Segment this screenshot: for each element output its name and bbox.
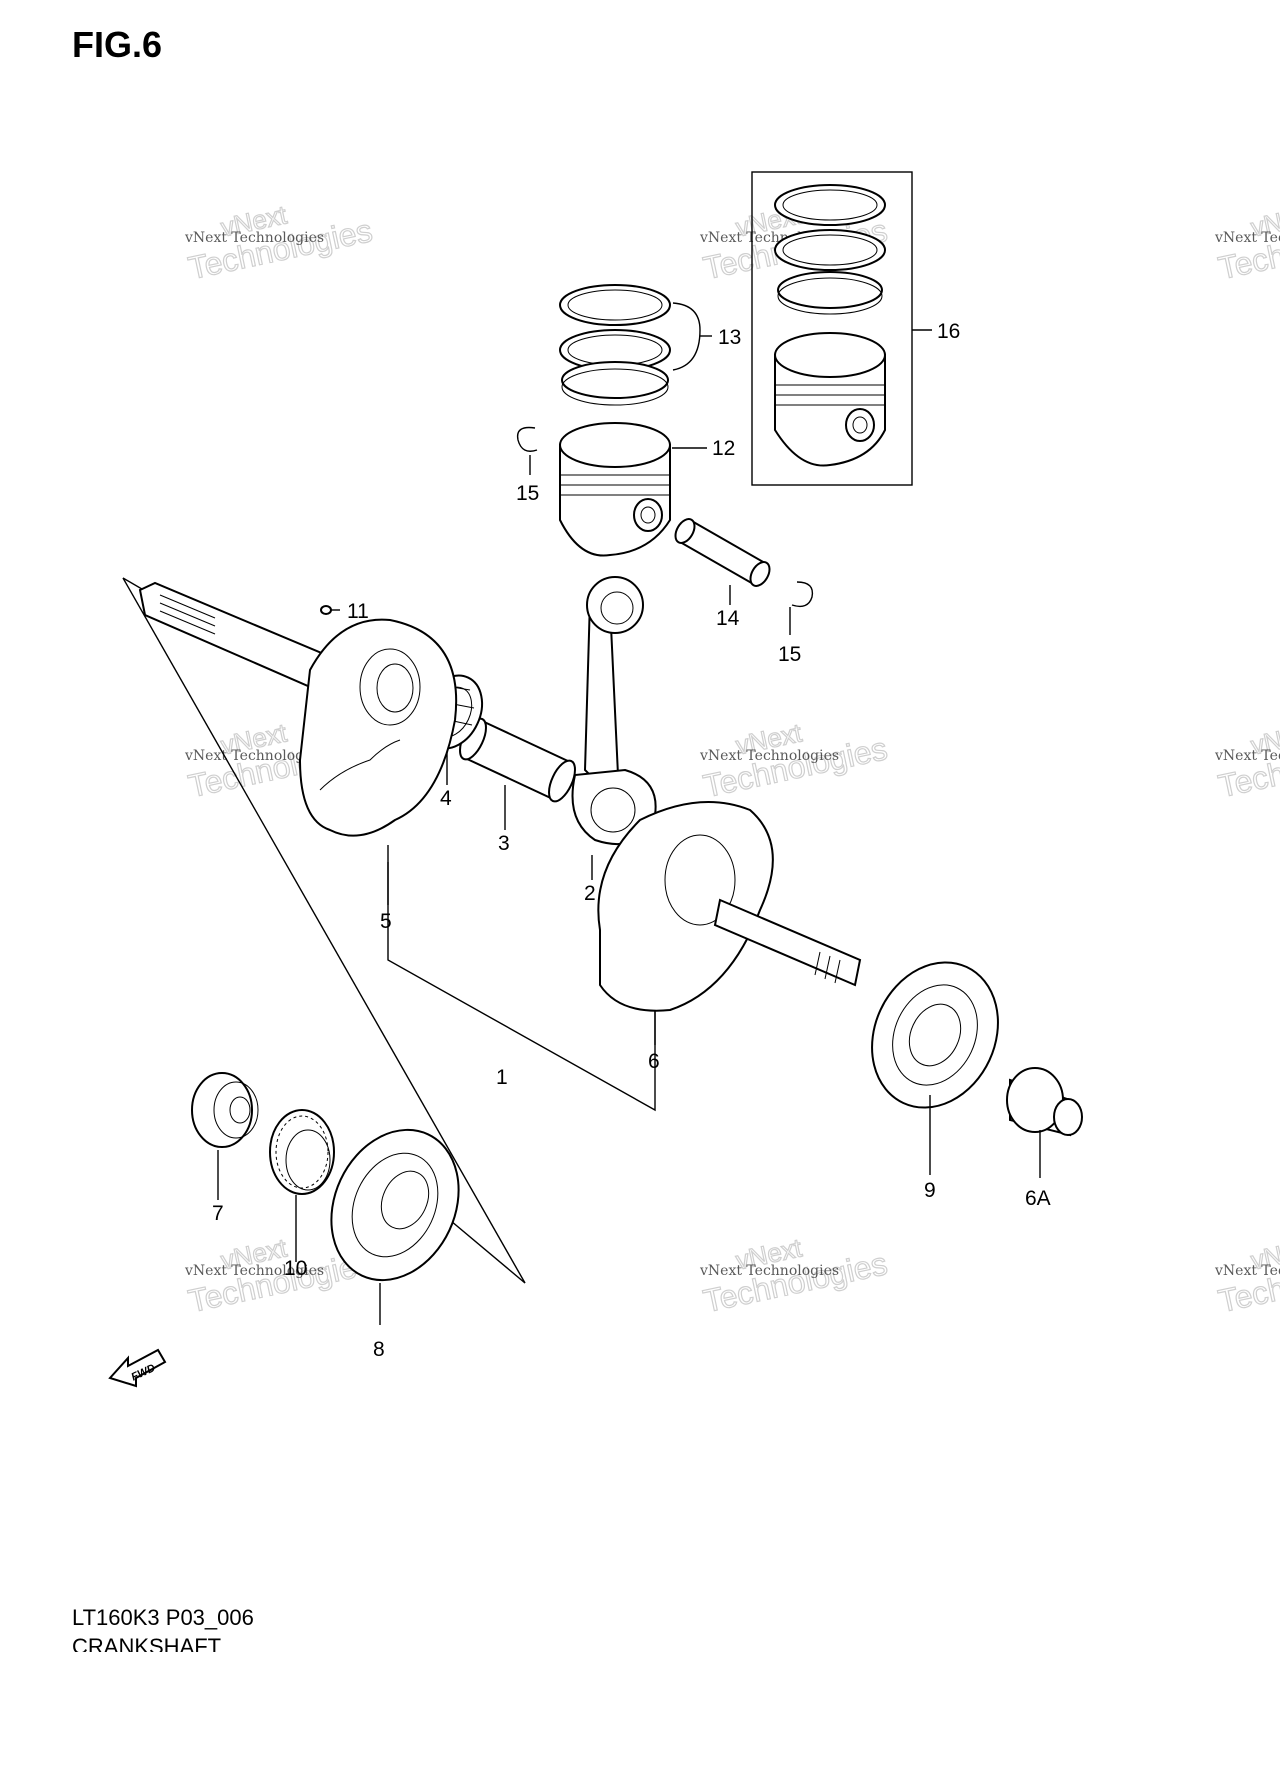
callout-14: 14 xyxy=(716,607,740,630)
circlip-15-left xyxy=(516,426,538,475)
callout-6A: 6A xyxy=(1025,1187,1051,1210)
callout-9: 9 xyxy=(924,1179,936,1202)
diagram-section-title: CRANKSHAFT xyxy=(72,1636,222,1652)
callout-15-left: 15 xyxy=(516,482,539,505)
callout-11: 11 xyxy=(347,600,369,623)
crankshaft-right-half-6 xyxy=(597,801,862,1045)
callout-1: 1 xyxy=(496,1066,508,1089)
svg-text:vNext Technologies: vNext Technologies xyxy=(699,1263,839,1279)
woodruff-key-11 xyxy=(320,605,340,615)
ball-bearing-9 xyxy=(871,961,999,1175)
callout-16: 16 xyxy=(937,320,960,343)
crank-pin-3 xyxy=(459,717,576,830)
callout-2: 2 xyxy=(584,882,596,905)
callout-13: 13 xyxy=(718,326,741,349)
piston-12 xyxy=(559,422,671,557)
callout-7: 7 xyxy=(212,1202,224,1225)
svg-text:vNext Technologies: vNext Technologies xyxy=(1214,1263,1280,1279)
callout-15-right: 15 xyxy=(778,643,801,666)
timing-gear-10 xyxy=(269,1109,335,1262)
figure-title: FIG.6 xyxy=(72,24,163,65)
svg-text:vNext Technologies: vNext Technologies xyxy=(184,1263,324,1279)
callout-5: 5 xyxy=(380,910,392,933)
callout-10: 10 xyxy=(284,1257,307,1280)
piston-set-16 xyxy=(751,171,913,486)
spacer-6A xyxy=(1006,1067,1083,1178)
callout-8: 8 xyxy=(373,1338,385,1361)
svg-text:vNext Technologies: vNext Technologies xyxy=(699,748,839,764)
svg-text:vNext Technologies: vNext Technologies xyxy=(184,230,324,246)
callout-4: 4 xyxy=(440,787,452,810)
callout-6: 6 xyxy=(648,1050,660,1073)
svg-text:vNext Technologies: vNext Technologies xyxy=(1214,748,1280,764)
callout-3: 3 xyxy=(498,832,510,855)
svg-text:vNext Technologies: vNext Technologies xyxy=(184,748,324,764)
piston-pin-14 xyxy=(674,518,771,605)
diagram-reference-code: LT160K3 P03_006 xyxy=(72,1605,254,1630)
forward-direction-arrow: FWD xyxy=(108,1348,167,1388)
circlip-15-right xyxy=(789,581,814,635)
callout-labels: 1 2 3 4 5 6 6A 7 8 9 10 11 12 13 14 15 1… xyxy=(212,320,1051,1361)
callout-leaders xyxy=(672,329,932,449)
piston-rings-13 xyxy=(559,284,701,406)
svg-text:vNext Technologies: vNext Technologies xyxy=(1214,230,1280,246)
bearing-7 xyxy=(191,1072,259,1200)
crankshaft-left-half-5 xyxy=(138,581,458,905)
ball-bearing-8 xyxy=(330,1128,460,1325)
callout-12: 12 xyxy=(712,437,735,460)
